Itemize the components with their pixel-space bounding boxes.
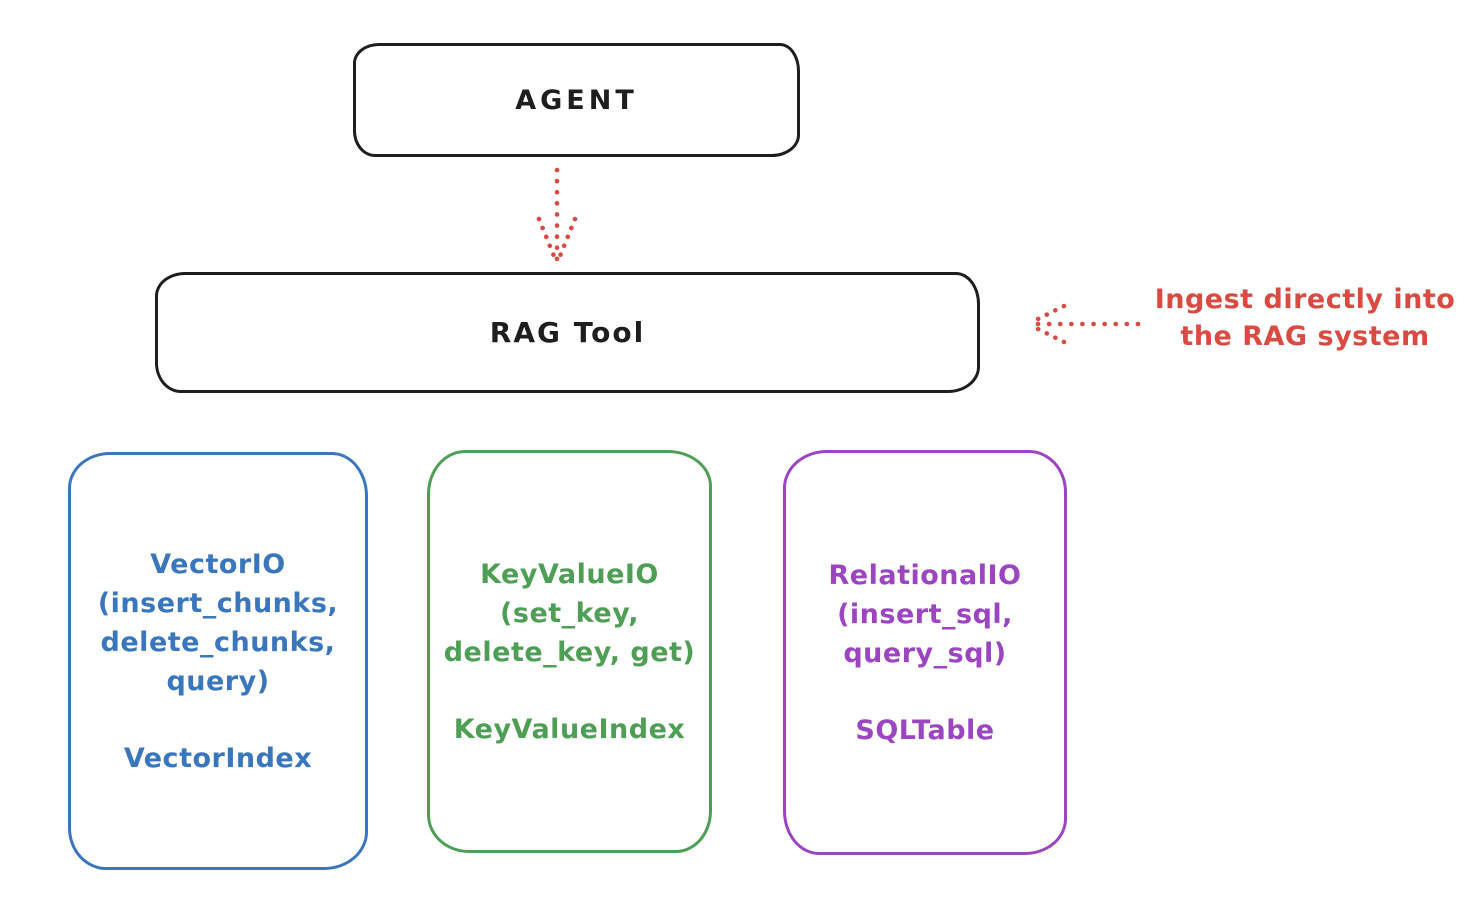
arrow-agent-to-rag-tool (536, 167, 578, 264)
keyvalue-index-label: KeyValueIndex (453, 713, 686, 745)
arrow-head-left (536, 216, 559, 264)
arrow-ingest-into-rag-tool (1027, 303, 1141, 345)
keyvalue-io-card: KeyValueIO (set_key, delete_key, get) Ke… (427, 450, 712, 853)
agent-label: AGENT (515, 84, 638, 116)
vector-index-label: VectorIndex (123, 742, 313, 774)
rag-tool-label: RAG Tool (489, 316, 646, 349)
rag-tool-node: RAG Tool (155, 272, 980, 393)
card-line: RelationalIO (828, 559, 1022, 591)
sql-table-label: SQLTable (855, 714, 995, 746)
arrow-head-top (1027, 303, 1067, 326)
ingest-annotation-line2: the RAG system (1180, 321, 1430, 352)
arrow-head-bottom (1027, 322, 1067, 345)
card-line: VectorIO (150, 548, 286, 580)
agent-node: AGENT (353, 43, 800, 157)
card-line: (insert_sql, (837, 598, 1013, 630)
card-line: query) (166, 665, 270, 697)
card-line: KeyValueIO (480, 558, 659, 590)
card-line: query_sql) (843, 637, 1007, 669)
arrow-head-right (555, 216, 578, 264)
card-line: delete_key, get) (443, 636, 696, 668)
card-line: delete_chunks, (100, 626, 336, 658)
relational-io-card: RelationalIO (insert_sql, query_sql) SQL… (783, 450, 1067, 855)
ingest-annotation: Ingest directly into the RAG system (1140, 281, 1470, 355)
card-line: (insert_chunks, (97, 587, 339, 619)
ingest-annotation-line1: Ingest directly into (1154, 284, 1456, 315)
card-line: (set_key, (500, 597, 639, 629)
vector-io-card: VectorIO (insert_chunks, delete_chunks, … (68, 452, 368, 870)
